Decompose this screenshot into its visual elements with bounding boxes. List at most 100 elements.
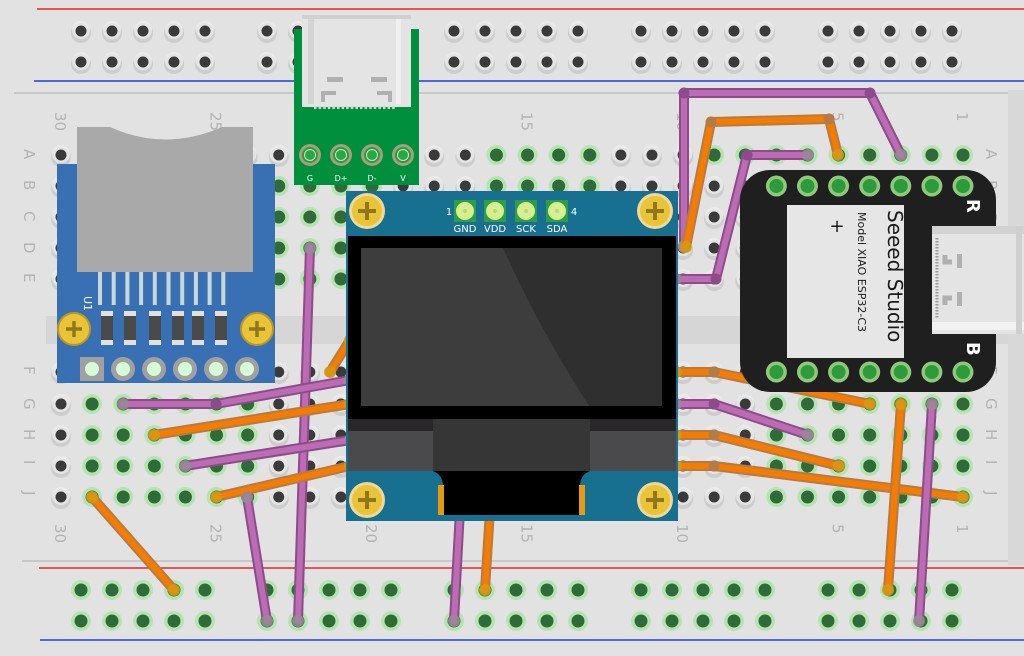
breadboard-hole[interactable] <box>164 52 184 74</box>
breadboard-hole[interactable] <box>662 21 682 43</box>
breadboard-hole[interactable] <box>828 425 849 445</box>
xiao-pin[interactable] <box>765 361 787 383</box>
breadboard-hole[interactable] <box>828 487 849 507</box>
oled-display[interactable]: 1 4 GND VDD SCK SDA <box>346 191 678 521</box>
purple-jumper-wire[interactable] <box>678 87 907 254</box>
breadboard-hole[interactable] <box>82 394 103 414</box>
breadboard-hole[interactable] <box>610 145 631 167</box>
breadboard-hole[interactable] <box>330 238 351 258</box>
breadboard-hole[interactable] <box>144 456 165 476</box>
sd-module-pin[interactable] <box>111 357 135 381</box>
breadboard-hole[interactable] <box>693 52 713 74</box>
breadboard-hole[interactable] <box>755 580 775 600</box>
breadboard-hole[interactable] <box>766 394 787 414</box>
breadboard-hole[interactable] <box>381 580 401 600</box>
xiao-pin[interactable] <box>859 361 881 383</box>
orange-jumper-wire[interactable] <box>680 113 844 254</box>
breadboard-hole[interactable] <box>517 145 538 165</box>
breadboard-hole[interactable] <box>724 21 744 43</box>
breadboard-hole[interactable] <box>849 52 869 74</box>
breadboard-hole[interactable] <box>113 456 134 476</box>
orange-jumper-wire[interactable] <box>882 398 907 596</box>
breadboard-hole[interactable] <box>662 611 682 631</box>
xiao-pin[interactable] <box>765 175 787 197</box>
breadboard-hole[interactable] <box>237 425 258 445</box>
breadboard-hole[interactable] <box>568 580 588 600</box>
orange-jumper-wire[interactable] <box>86 491 180 596</box>
breadboard-hole[interactable] <box>506 21 526 43</box>
breadboard-hole[interactable] <box>71 21 91 43</box>
breadboard-hole[interactable] <box>953 394 973 414</box>
breadboard-hole[interactable] <box>548 145 569 165</box>
breadboard-hole[interactable] <box>102 580 122 600</box>
sd-module-pin[interactable] <box>235 357 259 381</box>
breadboard-hole[interactable] <box>102 52 122 74</box>
breadboard-hole[interactable] <box>735 487 756 509</box>
breadboard-hole[interactable] <box>849 580 869 600</box>
xiao-pin[interactable] <box>921 361 943 383</box>
breadboard-hole[interactable] <box>486 145 507 165</box>
xiao-pin[interactable] <box>796 175 818 197</box>
breadboard-hole[interactable] <box>71 52 91 74</box>
breadboard-hole[interactable] <box>859 487 880 507</box>
xiao-pin[interactable] <box>859 175 881 197</box>
breadboard-hole[interactable] <box>475 21 495 43</box>
breadboard-hole[interactable] <box>268 456 289 478</box>
oled-header-pin[interactable] <box>546 200 568 222</box>
breadboard-hole[interactable] <box>849 21 869 43</box>
breadboard-hole[interactable] <box>51 425 71 447</box>
breadboard-hole[interactable] <box>506 52 526 74</box>
breadboard-hole[interactable] <box>319 611 339 631</box>
xiao-pin[interactable] <box>796 361 818 383</box>
breadboard-hole[interactable] <box>113 487 134 507</box>
breadboard-hole[interactable] <box>755 21 775 43</box>
breadboard-hole[interactable] <box>662 580 682 600</box>
breadboard-hole[interactable] <box>631 52 651 74</box>
breadboard-hole[interactable] <box>797 394 818 414</box>
breadboard-hole[interactable] <box>631 611 651 631</box>
xiao-pin[interactable] <box>952 175 974 197</box>
breadboard-hole[interactable] <box>444 21 464 43</box>
breadboard-hole[interactable] <box>942 21 962 43</box>
breadboard-hole[interactable] <box>164 611 184 631</box>
oled-header-pin[interactable] <box>515 200 537 222</box>
xiao-pin[interactable] <box>890 175 912 197</box>
xiao-pin[interactable] <box>828 361 850 383</box>
sd-module-pin[interactable] <box>204 357 228 381</box>
breadboard-hole[interactable] <box>818 21 838 43</box>
breadboard-hole[interactable] <box>319 580 339 600</box>
breadboard-hole[interactable] <box>693 611 713 631</box>
usb-c-pin[interactable]: D- <box>361 144 383 183</box>
breadboard-hole[interactable] <box>953 425 973 445</box>
breadboard-hole[interactable] <box>506 611 526 631</box>
breadboard-hole[interactable] <box>953 456 973 476</box>
breadboard-hole[interactable] <box>133 580 153 600</box>
breadboard-hole[interactable] <box>921 145 942 165</box>
xiao-pin[interactable] <box>921 175 943 197</box>
purple-jumper-wire[interactable] <box>670 149 814 285</box>
breadboard-hole[interactable] <box>641 145 662 167</box>
breadboard-hole[interactable] <box>82 456 103 476</box>
breadboard-hole[interactable] <box>257 52 277 74</box>
breadboard-hole[interactable] <box>299 207 320 227</box>
breadboard-hole[interactable] <box>506 580 526 600</box>
breadboard-hole[interactable] <box>51 394 71 416</box>
breadboard-hole[interactable] <box>911 52 931 74</box>
usb-c-pin[interactable]: G <box>299 144 321 183</box>
breadboard-hole[interactable] <box>195 52 215 74</box>
breadboard-hole[interactable] <box>673 487 694 509</box>
xiao-pin[interactable] <box>952 361 974 383</box>
breadboard-hole[interactable] <box>475 611 495 631</box>
breadboard-hole[interactable] <box>818 52 838 74</box>
breadboard-hole[interactable] <box>859 425 880 445</box>
breadboard-hole[interactable] <box>164 21 184 43</box>
breadboard-hole[interactable] <box>195 580 215 600</box>
breadboard-hole[interactable] <box>133 611 153 631</box>
xiao-pin[interactable] <box>828 175 850 197</box>
usb-c-pin[interactable]: V <box>392 144 414 183</box>
breadboard-hole[interactable] <box>175 487 196 507</box>
breadboard-hole[interactable] <box>859 456 880 476</box>
breadboard-hole[interactable] <box>537 580 557 600</box>
breadboard-hole[interactable] <box>818 611 838 631</box>
breadboard-hole[interactable] <box>797 487 818 507</box>
